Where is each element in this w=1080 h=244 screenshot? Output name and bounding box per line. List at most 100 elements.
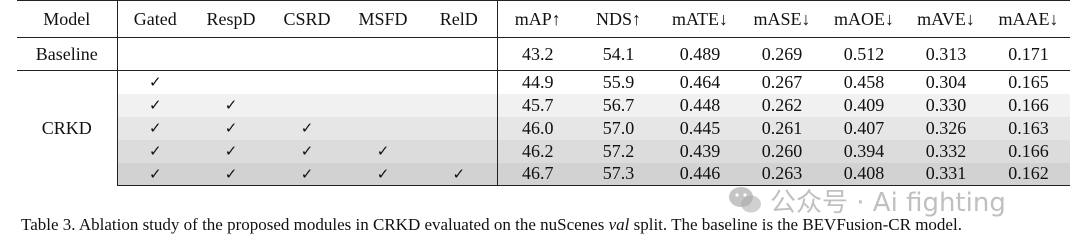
caption-prefix: Table 3. Ablation study of the proposed …	[21, 215, 609, 234]
ablation-table: Model Gated RespD CSRD MSFD RelD mAP↑ ND…	[17, 0, 1070, 186]
check-cell: ✓	[193, 116, 269, 140]
check-cell: ✓	[117, 162, 193, 186]
metric-cell: 57.3	[578, 162, 659, 186]
crkd-model-cell: CRKD	[17, 70, 118, 186]
check-cell: ✓	[269, 139, 345, 163]
header-gated: Gated	[117, 0, 193, 38]
check-cell: ✓	[345, 139, 421, 163]
metric-cell: 0.489	[659, 37, 741, 71]
check-cell	[345, 70, 421, 94]
check-cell	[269, 93, 345, 117]
metric-cell: 0.407	[823, 116, 905, 140]
module-cell	[421, 37, 498, 71]
crkd-row: ✓ ✓ ✓ ✓ ✓ 46.7 57.3 0.446 0.263 0.408 0.…	[17, 162, 1070, 186]
metric-cell: 0.446	[659, 162, 741, 186]
metric-cell: 0.394	[823, 139, 905, 163]
check-cell	[345, 93, 421, 117]
metric-cell: 46.0	[497, 116, 578, 140]
module-cell	[345, 37, 421, 71]
wechat-icon	[729, 187, 761, 213]
metric-cell: 0.165	[987, 70, 1070, 94]
header-msfd: MSFD	[345, 0, 421, 38]
watermark-text: 公众号 · Ai fighting	[770, 187, 1006, 218]
check-cell	[421, 70, 498, 94]
header-nds: NDS↑	[578, 0, 659, 38]
check-cell	[345, 116, 421, 140]
crkd-row: ✓ ✓ 45.7 56.7 0.448 0.262 0.409 0.330 0.…	[17, 93, 1070, 117]
metric-cell: 0.261	[741, 116, 823, 140]
metric-cell: 0.162	[987, 162, 1070, 186]
metric-cell: 43.2	[497, 37, 578, 71]
crkd-row: ✓ ✓ ✓ 46.0 57.0 0.445 0.261 0.407 0.326 …	[17, 116, 1070, 140]
metric-cell: 0.262	[741, 93, 823, 117]
check-cell	[421, 139, 498, 163]
check-cell	[269, 70, 345, 94]
module-cell	[117, 37, 193, 71]
header-row: Model Gated RespD CSRD MSFD RelD mAP↑ ND…	[17, 0, 1070, 38]
header-mave: mAVE↓	[905, 0, 987, 38]
check-cell: ✓	[117, 93, 193, 117]
metric-cell: 0.166	[987, 93, 1070, 117]
check-cell: ✓	[117, 116, 193, 140]
header-model: Model	[17, 0, 118, 38]
metric-cell: 0.267	[741, 70, 823, 94]
metric-cell: 44.9	[497, 70, 578, 94]
metric-cell: 0.332	[905, 139, 987, 163]
metric-cell: 0.408	[823, 162, 905, 186]
baseline-row: Baseline 43.2 54.1 0.489 0.269 0.512 0.3…	[17, 37, 1070, 71]
header-mate: mATE↓	[659, 0, 741, 38]
metric-cell: 0.445	[659, 116, 741, 140]
check-cell: ✓	[193, 139, 269, 163]
check-cell: ✓	[269, 116, 345, 140]
check-cell: ✓	[345, 162, 421, 186]
metric-cell: 0.330	[905, 93, 987, 117]
header-mase: mASE↓	[741, 0, 823, 38]
metric-cell: 0.313	[905, 37, 987, 71]
check-cell	[193, 70, 269, 94]
metric-cell: 57.0	[578, 116, 659, 140]
header-csrd: CSRD	[269, 0, 345, 38]
ablation-table-container: Model Gated RespD CSRD MSFD RelD mAP↑ ND…	[17, 0, 1070, 186]
crkd-row: ✓ ✓ ✓ ✓ 46.2 57.2 0.439 0.260 0.394 0.33…	[17, 139, 1070, 163]
module-cell	[269, 37, 345, 71]
metric-cell: 0.263	[741, 162, 823, 186]
metric-cell: 46.7	[497, 162, 578, 186]
header-maae: mAAE↓	[987, 0, 1070, 38]
metric-cell: 0.448	[659, 93, 741, 117]
check-cell: ✓	[117, 139, 193, 163]
metric-cell: 0.260	[741, 139, 823, 163]
metric-cell: 55.9	[578, 70, 659, 94]
metric-cell: 46.2	[497, 139, 578, 163]
metric-cell: 57.2	[578, 139, 659, 163]
check-cell: ✓	[117, 70, 193, 94]
check-cell	[421, 93, 498, 117]
metric-cell: 0.458	[823, 70, 905, 94]
metric-cell: 0.171	[987, 37, 1070, 71]
metric-cell: 0.331	[905, 162, 987, 186]
caption-suffix: split. The baseline is the BEVFusion-CR …	[629, 215, 962, 234]
metric-cell: 0.163	[987, 116, 1070, 140]
metric-cell: 0.409	[823, 93, 905, 117]
table-caption: Table 3. Ablation study of the proposed …	[21, 215, 1076, 235]
header-map: mAP↑	[497, 0, 578, 38]
metric-cell: 45.7	[497, 93, 578, 117]
metric-cell: 0.512	[823, 37, 905, 71]
module-cell	[193, 37, 269, 71]
check-cell: ✓	[193, 162, 269, 186]
check-cell: ✓	[193, 93, 269, 117]
header-maoe: mAOE↓	[823, 0, 905, 38]
metric-cell: 0.326	[905, 116, 987, 140]
header-respd: RespD	[193, 0, 269, 38]
header-reld: RelD	[421, 0, 498, 38]
metric-cell: 0.464	[659, 70, 741, 94]
check-cell	[421, 116, 498, 140]
caption-italic: val	[608, 215, 630, 234]
metric-cell: 0.304	[905, 70, 987, 94]
baseline-model-cell: Baseline	[17, 37, 118, 71]
metric-cell: 0.269	[741, 37, 823, 71]
check-cell: ✓	[421, 162, 498, 186]
crkd-row: CRKD ✓ 44.9 55.9 0.464 0.267 0.458 0.304…	[17, 70, 1070, 186]
metric-cell: 0.166	[987, 139, 1070, 163]
metric-cell: 56.7	[578, 93, 659, 117]
metric-cell: 0.439	[659, 139, 741, 163]
